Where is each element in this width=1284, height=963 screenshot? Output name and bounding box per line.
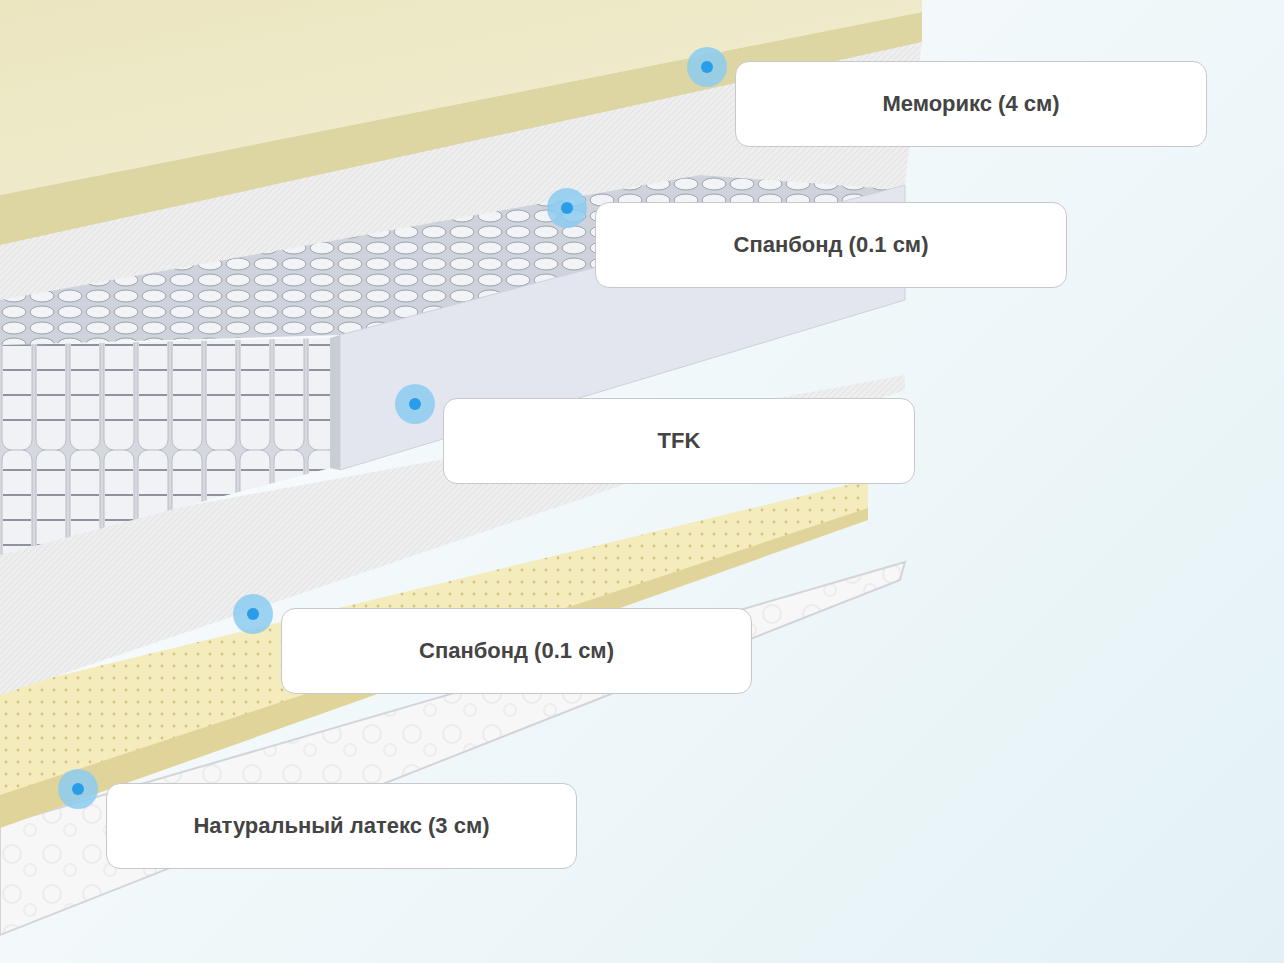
callout-box: TFK: [443, 398, 915, 484]
layer-label: TFK: [638, 428, 721, 454]
callout-box: Спанбонд (0.1 см): [281, 608, 752, 694]
callout-box: Натуральный латекс (3 см): [106, 783, 577, 869]
layer-label: Спанбонд (0.1 см): [399, 638, 634, 664]
callout-box: Меморикс (4 см): [735, 61, 1207, 147]
layer-label: Меморикс (4 см): [862, 91, 1079, 117]
callout-box: Спанбонд (0.1 см): [595, 202, 1067, 288]
layer-label: Натуральный латекс (3 см): [173, 813, 509, 839]
layer-label: Спанбонд (0.1 см): [714, 232, 949, 258]
